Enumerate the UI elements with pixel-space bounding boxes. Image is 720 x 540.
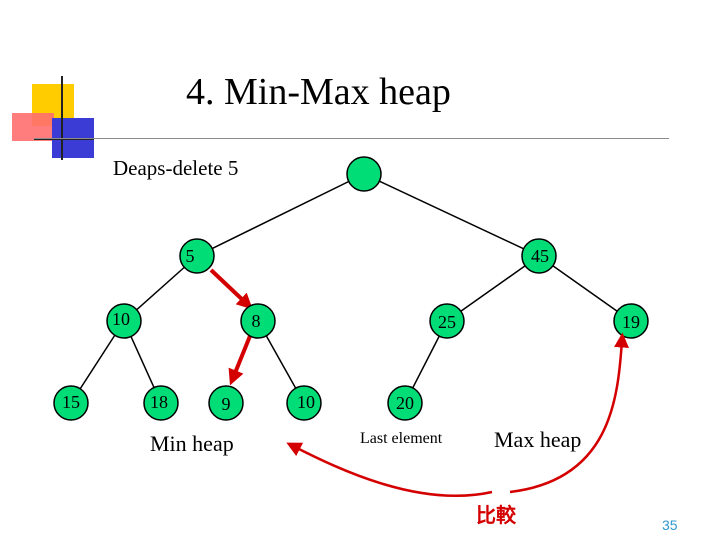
node-19: 19 bbox=[613, 303, 649, 339]
node-9: 9 bbox=[208, 385, 244, 421]
edge-45-25 bbox=[446, 255, 540, 322]
node-5: 5 bbox=[179, 238, 215, 274]
node-5-label: 5 bbox=[186, 246, 195, 266]
node-25-label: 25 bbox=[438, 312, 456, 332]
title-rule bbox=[34, 138, 669, 139]
node-9-label: 9 bbox=[222, 394, 231, 414]
slide-title: 4. Min-Max heap bbox=[186, 71, 451, 113]
node-19-label: 19 bbox=[622, 312, 640, 332]
node-18-label: 18 bbox=[150, 392, 168, 412]
edge-45-19 bbox=[538, 255, 632, 322]
max-heap-label: Max heap bbox=[494, 427, 581, 452]
node-20: 20 bbox=[387, 385, 423, 421]
compare-label: 比較 bbox=[476, 503, 517, 527]
node-10-left: 10 bbox=[106, 303, 142, 339]
arrow-5-to-8 bbox=[209, 268, 253, 310]
min-heap-label: Min heap bbox=[150, 431, 234, 456]
node-25: 25 bbox=[429, 303, 465, 339]
node-20-label: 20 bbox=[396, 393, 414, 413]
node-45-label: 45 bbox=[531, 246, 549, 266]
node-15: 15 bbox=[53, 385, 89, 421]
node-45: 45 bbox=[521, 238, 557, 274]
node-root bbox=[346, 156, 382, 192]
arrow-8-to-9 bbox=[228, 335, 252, 386]
slide-subtitle: Deaps-delete 5 bbox=[113, 156, 239, 180]
deco-pink-square bbox=[12, 113, 54, 141]
deco-vertical-line bbox=[61, 76, 63, 160]
node-15-label: 15 bbox=[62, 392, 80, 412]
deco-horizontal-line bbox=[34, 138, 94, 140]
node-10-bottom: 10 bbox=[286, 385, 322, 421]
node-8-label: 8 bbox=[252, 311, 261, 331]
compare-arc-left bbox=[286, 442, 493, 497]
node-10-bottom-label: 10 bbox=[297, 392, 315, 412]
compare-arc-right bbox=[509, 332, 629, 494]
page-number: 35 bbox=[662, 517, 678, 533]
edge-root-5 bbox=[196, 173, 365, 257]
last-element-label: Last element bbox=[360, 430, 443, 447]
node-18: 18 bbox=[143, 385, 179, 421]
node-8: 8 bbox=[240, 303, 276, 339]
edge-root-45 bbox=[363, 173, 540, 257]
node-10-left-label: 10 bbox=[112, 309, 130, 329]
